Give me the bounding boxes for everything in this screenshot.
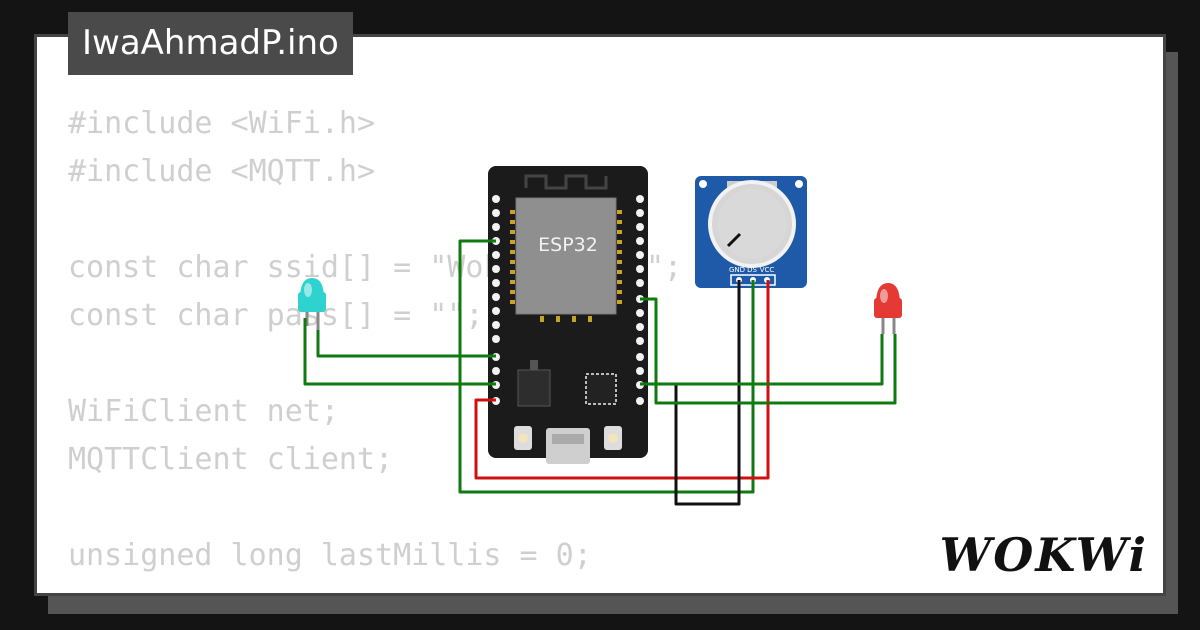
code-line: #include <WiFi.h>: [68, 106, 376, 141]
antenna-trace: [524, 174, 608, 190]
right-header-pins: [636, 195, 644, 405]
wokwi-logo: WOKWi: [939, 528, 1148, 582]
code-line: WiFiClient net;: [68, 394, 339, 429]
pot-pin-gnd: GND: [729, 266, 745, 274]
esp32-label: ESP32: [538, 234, 598, 256]
project-filename: IwaAhmadP.ino: [68, 12, 353, 75]
knob-indicator: [726, 232, 742, 248]
wire-green-led-left-1: [316, 330, 496, 358]
code-line: #include <MQTT.h>: [68, 154, 376, 189]
voltage-regulator: [517, 369, 551, 407]
boot-button[interactable]: [514, 426, 532, 450]
led-cyan[interactable]: [298, 278, 326, 330]
wire-green-led-right-2: [640, 334, 884, 386]
wires: [303, 239, 897, 506]
pot-pin-vcc: VCC: [760, 266, 775, 274]
esp32-module: [516, 198, 616, 314]
wire-green-led-right-1: [640, 297, 897, 405]
code-line: const char pass[] = "";: [68, 298, 484, 333]
wire-green-pot-sig: [458, 239, 755, 494]
left-header-pins: [492, 195, 500, 405]
potentiometer-module[interactable]: GND DS VCC: [695, 176, 807, 288]
reset-button[interactable]: [604, 426, 622, 450]
pot-pin-sig: DS: [747, 266, 757, 274]
usb-port: [546, 428, 590, 464]
esp32-board[interactable]: ESP32: [488, 166, 648, 464]
usb-chip: [585, 373, 617, 405]
wire-red-pot-vcc: [474, 280, 770, 480]
led-red[interactable]: [874, 283, 902, 334]
code-line: unsigned long lastMillis = 0;: [68, 538, 592, 573]
wire-green-led-left-2: [303, 318, 496, 386]
code-line: MQTTClient client;: [68, 442, 394, 477]
